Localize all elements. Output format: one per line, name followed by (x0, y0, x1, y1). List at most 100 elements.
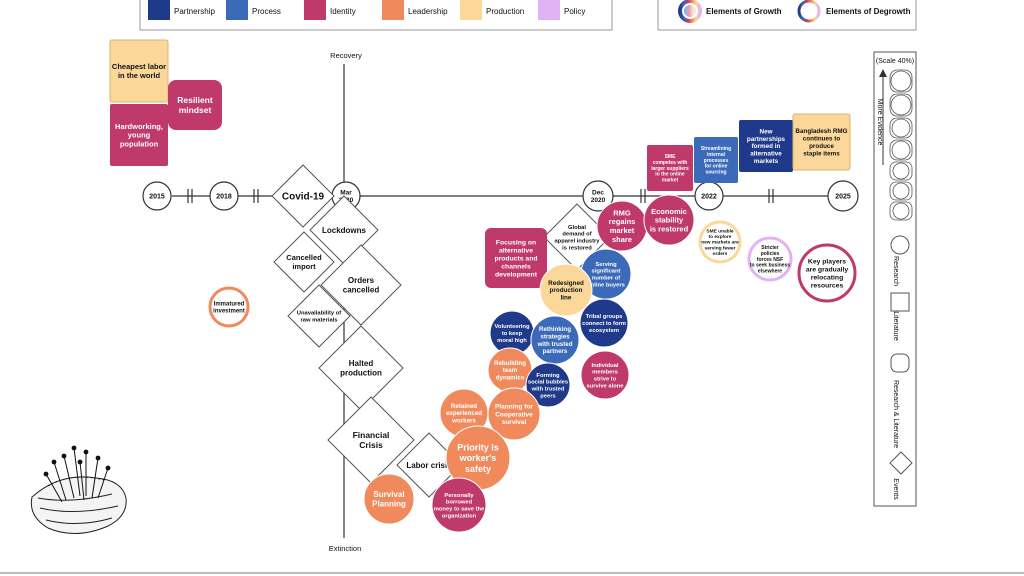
growth-label: Elements of Growth (706, 7, 782, 16)
event-diamond-covid-19: Covid-19 (271, 164, 335, 228)
legend-swatch-leadership (382, 0, 404, 20)
research-circle-icon (890, 235, 910, 255)
degrowth-ring-icon (797, 0, 821, 23)
legend-policy: Policy (538, 0, 585, 20)
legend-process: Process (226, 0, 281, 20)
legend-label-process: Process (252, 7, 281, 16)
event-label: Labor crisis (406, 461, 452, 470)
legend-label-production: Production (486, 7, 524, 16)
side-events-label: Events (892, 478, 899, 500)
legend-leadership: Leadership (382, 0, 448, 20)
growth-legend: Elements of Growth Elements of Degrowth (657, 0, 917, 31)
legend-swatch-process (226, 0, 248, 20)
axis-bottom-label: Extinction (329, 544, 362, 553)
legend-identity: Identity (304, 0, 356, 20)
degrowth-label: Elements of Degrowth (826, 7, 911, 16)
research-literature-icon (890, 353, 910, 373)
timeline-label: 2022 (701, 193, 717, 200)
side-literature-label: Literature (892, 311, 899, 341)
timeline-node-2022: 2022 (694, 181, 724, 211)
literature-square-icon (890, 292, 910, 312)
side-scale-label: (Scale 40%) (876, 58, 914, 65)
timeline-label: 2015 (149, 193, 165, 200)
legend-swatch-partnership (148, 0, 170, 20)
legend-label-identity: Identity (330, 7, 356, 16)
legend-label-leadership: Leadership (408, 7, 448, 16)
legend-swatch-identity (304, 0, 326, 20)
legend-label-partnership: Partnership (174, 7, 215, 16)
side-evidence-label: More Evidence (876, 99, 883, 146)
timeline-label: 2025 (835, 193, 851, 200)
event-label: Covid-19 (282, 192, 325, 203)
side-legend: (Scale 40%) More Evidence Research Liter… (873, 51, 917, 507)
events-diamond-icon (889, 451, 913, 475)
timeline-node-2018: 2018 (209, 181, 239, 211)
legend-swatch-production (460, 0, 482, 20)
event-label: Lockdowns (322, 226, 367, 235)
legend: Partnership Process Identity Leadership … (139, 0, 613, 31)
timeline-label: 2018 (216, 193, 232, 200)
side-research-label: Research (892, 256, 899, 286)
evidence-scale-stack (889, 69, 913, 221)
timeline: 20152018Mar2020Dec202020222025 (142, 180, 859, 212)
legend-label-policy: Policy (564, 7, 585, 16)
